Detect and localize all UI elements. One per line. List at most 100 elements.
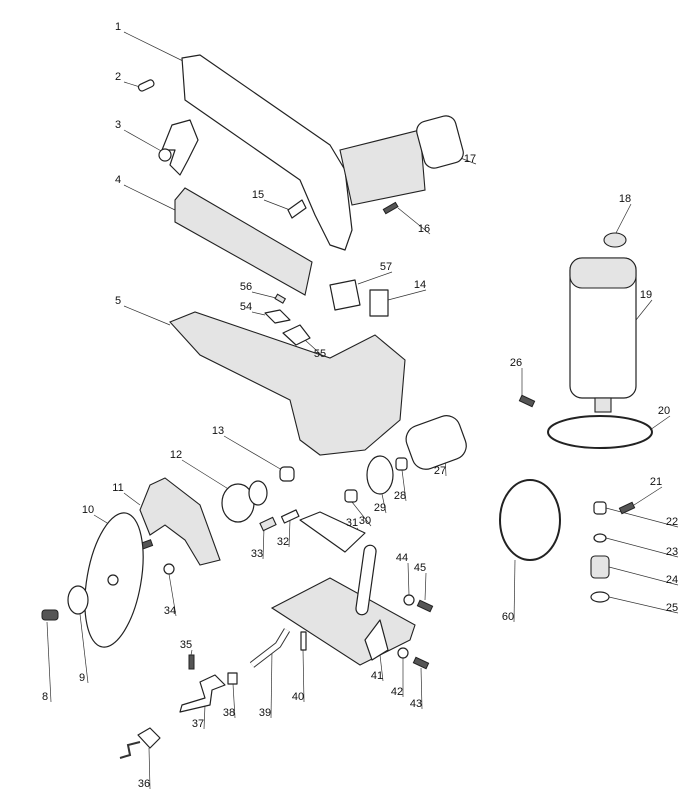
part-18-cap [603, 232, 627, 248]
leader-line-19 [635, 299, 653, 321]
part-label-41: 41 [371, 670, 383, 682]
part-label-39: 39 [259, 707, 271, 719]
part-34-nut [163, 563, 175, 575]
part-label-33: 33 [251, 548, 263, 560]
part-label-10: 10 [82, 504, 94, 516]
part-label-1: 1 [115, 21, 121, 33]
part-label-35: 35 [180, 639, 192, 651]
part-label-28: 28 [394, 490, 406, 502]
part-36-handle [119, 741, 141, 759]
part-28-bushing [395, 457, 408, 471]
part-57-switch-bracket [329, 279, 361, 311]
leader-line-22 [605, 507, 679, 528]
part-36-valve [137, 727, 161, 749]
part-8-bolt [41, 609, 59, 621]
part-label-55: 55 [314, 348, 326, 360]
leader-line-2 [123, 81, 141, 88]
part-1-housing-arm [181, 54, 353, 251]
part-label-40: 40 [292, 691, 304, 703]
part-38-nut [227, 672, 238, 685]
leader-line-44 [407, 562, 410, 596]
part-33-spring [259, 516, 277, 532]
leader-line-5 [123, 305, 171, 326]
part-label-19: 19 [640, 289, 652, 301]
leader-line-16 [397, 207, 431, 235]
part-label-17: 17 [464, 153, 476, 165]
part-37-bracket [179, 674, 226, 713]
leader-line-13 [223, 435, 283, 471]
leader-line-57 [357, 271, 393, 285]
leader-line-18 [615, 203, 632, 234]
part-39-pipe-inner [250, 628, 290, 667]
part-31-plate [299, 511, 366, 553]
part-label-43: 43 [410, 698, 422, 710]
part-label-14: 14 [414, 279, 426, 291]
part-label-25: 25 [666, 602, 678, 614]
leader-line-39 [270, 649, 273, 719]
part-41-bracket [364, 619, 389, 661]
part-label-31: 31 [346, 517, 358, 529]
part-43-screw [412, 656, 430, 670]
part-label-30: 30 [359, 515, 371, 527]
part-label-5: 5 [115, 295, 121, 307]
part-label-26: 26 [510, 357, 522, 369]
leader-line-34 [168, 573, 177, 617]
leader-line-11 [123, 492, 141, 506]
part-label-34: 34 [164, 605, 176, 617]
part-label-36: 36 [138, 778, 150, 790]
blade-hole [107, 574, 119, 586]
part-17-handle [339, 129, 426, 206]
leader-line-3 [123, 129, 164, 153]
part-45-screw [416, 599, 434, 613]
part-41-fence [355, 544, 377, 616]
part-29-gear [366, 455, 394, 495]
leader-line-33 [262, 527, 265, 560]
part-label-15: 15 [252, 189, 264, 201]
leader-line-24 [608, 566, 679, 586]
part-label-38: 38 [223, 707, 235, 719]
leader-line-12 [181, 459, 231, 491]
part-21-screw [618, 501, 636, 515]
part-label-56: 56 [240, 281, 252, 293]
part-label-18: 18 [619, 193, 631, 205]
leader-line-15 [263, 199, 291, 211]
leader-line-36 [148, 747, 151, 790]
leader-line-41 [379, 654, 384, 682]
part-25-nut [590, 591, 610, 603]
part-label-60: 60 [502, 611, 514, 623]
part-19-neck [594, 397, 612, 413]
part-60-clamp [499, 479, 561, 561]
part-3-boss [158, 148, 172, 162]
leader-line-28 [401, 469, 407, 502]
part-label-42: 42 [391, 686, 403, 698]
part-label-4: 4 [115, 174, 121, 186]
leader-line-35 [190, 649, 193, 656]
leader-line-23 [605, 537, 679, 558]
part-label-57: 57 [380, 261, 392, 273]
leader-line-43 [420, 667, 423, 710]
part-26-screw [518, 394, 536, 408]
leader-line-14 [387, 289, 427, 301]
leader-lines [46, 31, 679, 790]
leader-line-30 [351, 501, 372, 527]
leader-line-8 [46, 621, 52, 703]
part-label-20: 20 [658, 405, 670, 417]
part-label-11: 11 [112, 482, 123, 494]
leader-line-4 [123, 184, 176, 211]
part-labels: 1234589101112131415161718192021222324252… [42, 21, 678, 790]
part-label-29: 29 [374, 502, 386, 514]
part-label-37: 37 [192, 718, 204, 730]
part-label-2: 2 [115, 71, 121, 83]
part-label-12: 12 [170, 449, 182, 461]
part-label-21: 21 [650, 476, 662, 488]
part-9-flange [67, 585, 89, 615]
part-label-27: 27 [434, 465, 446, 477]
leader-line-21 [633, 486, 663, 506]
part-5-main-housing [169, 311, 406, 456]
part-55-holder [282, 324, 311, 346]
leader-line-1 [123, 31, 186, 63]
part-16-screw [382, 201, 399, 215]
leader-line-20 [649, 415, 671, 431]
